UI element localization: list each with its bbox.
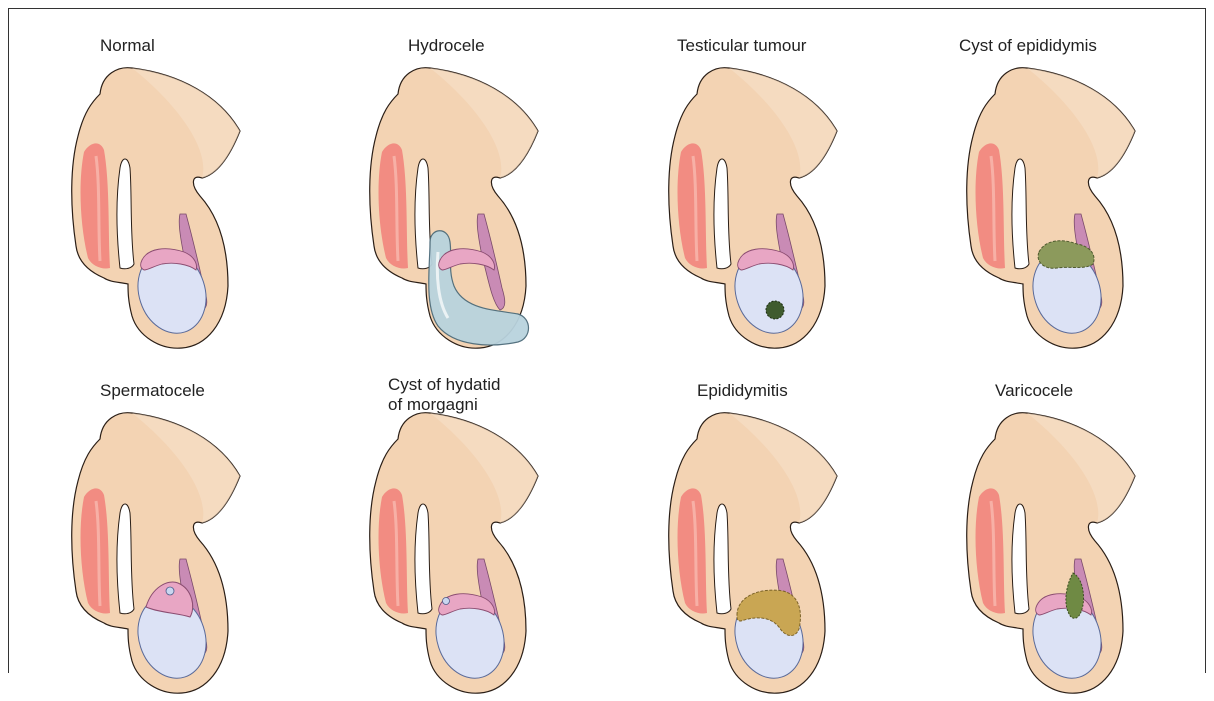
scrotum-diagram-varicocele [965, 401, 1145, 701]
scrotum-diagram-epididymal-cyst [965, 56, 1145, 356]
panel-label: Hydrocele [408, 36, 485, 56]
panel-label: Cyst of epididymis [959, 36, 1097, 56]
scrotum-diagram-hydatid-cyst [368, 401, 548, 701]
scrotum-diagram-epididymitis [667, 401, 847, 701]
tumour-mass [766, 301, 784, 319]
panel-label: Normal [100, 36, 155, 56]
hydatid-cyst [443, 598, 450, 605]
scrotum-diagram-normal [70, 56, 250, 356]
panel-label: Varicocele [995, 381, 1073, 401]
panel-label: Testicular tumour [677, 36, 806, 56]
panel-label: Epididymitis [697, 381, 788, 401]
scrotum-diagram-tumour [667, 56, 847, 356]
scrotum-diagram-hydrocele [368, 56, 548, 356]
panel-label: Spermatocele [100, 381, 205, 401]
spermatocele-cyst [166, 587, 174, 595]
scrotum-diagram-spermatocele [70, 401, 250, 701]
